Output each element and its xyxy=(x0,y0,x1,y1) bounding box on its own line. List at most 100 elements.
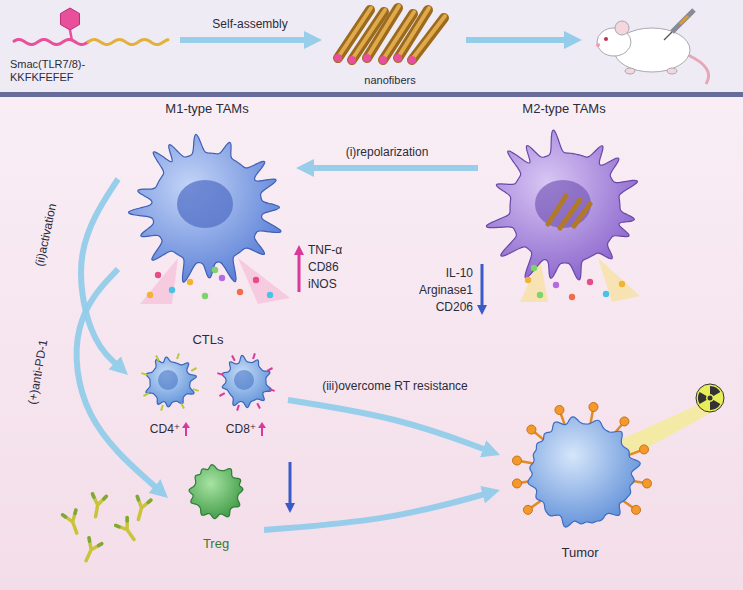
radiation-icon xyxy=(696,384,724,412)
cytokine-dot xyxy=(267,292,273,298)
cytokine-dot xyxy=(169,287,175,293)
node-label: nanofibers xyxy=(364,74,415,87)
tumor-pin-head xyxy=(620,417,629,426)
cytokine-dot xyxy=(237,289,243,295)
nanofiber-figure: nanofibers xyxy=(322,3,458,89)
node-label: Treg xyxy=(203,536,229,552)
edge-label: (+)anti-PD-1 xyxy=(25,338,51,405)
tumor-body xyxy=(528,417,640,527)
receptor xyxy=(269,389,275,391)
tumor-pin-head xyxy=(513,479,522,488)
cytokine-dot xyxy=(619,281,625,287)
flow-arrow xyxy=(288,400,485,449)
node-label: Tumor xyxy=(561,545,598,561)
antibody xyxy=(63,510,84,535)
peptide-molecule: Smac(TLR7/8)- KKFKFEFEF xyxy=(8,6,180,86)
cytokine-dot xyxy=(569,294,575,300)
peptide-chain xyxy=(88,40,168,45)
antibody xyxy=(80,538,102,564)
fiber-end xyxy=(394,54,402,62)
cytokine-dot xyxy=(525,277,531,283)
edge-label: (iii)overcome RT resistance xyxy=(322,379,468,393)
mouse-ear xyxy=(615,21,629,35)
m2-macrophage-cell: M2-type TAMs xyxy=(478,99,650,305)
receptor xyxy=(217,373,223,375)
node-label: CD4⁺ xyxy=(150,422,180,436)
treg-cell: Treg xyxy=(168,458,264,554)
antibody xyxy=(132,496,151,521)
receptor xyxy=(257,403,260,408)
syringe-needle xyxy=(664,32,672,40)
top-panel xyxy=(0,0,743,92)
antibody xyxy=(89,494,107,518)
cytokine-dot xyxy=(155,272,161,278)
bottom-panel xyxy=(0,97,743,590)
increase-arrow xyxy=(298,250,301,292)
mouse-eye xyxy=(604,37,608,41)
flow-arrow xyxy=(312,165,478,171)
secretion-ray xyxy=(238,258,290,304)
flow-arrow xyxy=(77,269,156,487)
receptor xyxy=(141,373,147,375)
syringe-barrel xyxy=(672,10,694,32)
tumor-pin-head xyxy=(642,479,651,488)
fiber-end xyxy=(348,56,356,64)
receptor xyxy=(267,368,272,371)
label-row: CD4⁺ xyxy=(150,422,190,436)
marker-label: IL-10 xyxy=(446,266,473,280)
cytokine-dot xyxy=(253,277,259,283)
t-cell-body xyxy=(222,355,272,407)
tumor-pin-head xyxy=(640,445,649,454)
secretion-ray xyxy=(598,258,640,302)
receptor xyxy=(177,353,179,359)
tumor-pin-head xyxy=(523,505,532,514)
radiation-beam xyxy=(620,404,716,456)
receptor xyxy=(143,393,148,396)
receptor xyxy=(191,368,196,371)
t-cell: CD8⁺ xyxy=(210,348,282,438)
cytokine-dot xyxy=(212,267,218,273)
smac-hexagon xyxy=(60,8,79,30)
peptide-chain xyxy=(14,40,88,45)
marker-label: Arginase1 xyxy=(419,283,473,297)
radiation-sector xyxy=(710,386,720,396)
node-label: M2-type TAMs xyxy=(522,101,605,117)
receptor xyxy=(181,403,184,408)
radiation-sector xyxy=(710,400,720,410)
cytokine-dot xyxy=(147,292,153,298)
fiber-end xyxy=(334,54,342,62)
mouse-tail xyxy=(688,55,709,84)
antibody xyxy=(116,517,140,543)
cytokine-dot xyxy=(553,282,559,288)
flow-arrow xyxy=(264,494,485,530)
node-label: CTLs xyxy=(192,332,223,348)
injection-arrow xyxy=(466,37,566,43)
nucleus xyxy=(158,370,178,390)
tumor-pin-head xyxy=(589,403,598,412)
mouse-foot xyxy=(625,68,635,74)
radiation-center xyxy=(708,396,713,401)
treg-body xyxy=(189,465,243,519)
fiber-end xyxy=(363,54,371,62)
divider-band xyxy=(0,92,743,97)
node-label: CD8⁺ xyxy=(226,422,256,436)
decrease-arrow xyxy=(289,462,292,508)
receptor xyxy=(156,355,159,360)
marker-label: CD206 xyxy=(436,300,473,314)
tumor-cell: Tumor xyxy=(500,405,660,563)
nucleus xyxy=(535,180,591,228)
tumor-pin-head xyxy=(632,505,641,514)
t-cell-body xyxy=(146,357,196,407)
cytokine-dot xyxy=(187,279,193,285)
internalized-fiber xyxy=(574,204,590,226)
mouse-foot xyxy=(667,68,677,74)
m1-macrophage xyxy=(129,134,281,282)
m1-macrophage-cell: M1-type TAMs xyxy=(118,99,296,305)
increase-arrow xyxy=(258,422,266,436)
cytokine-dot xyxy=(219,275,225,281)
syringe-content xyxy=(680,16,688,24)
marker-label: iNOS xyxy=(308,277,337,291)
